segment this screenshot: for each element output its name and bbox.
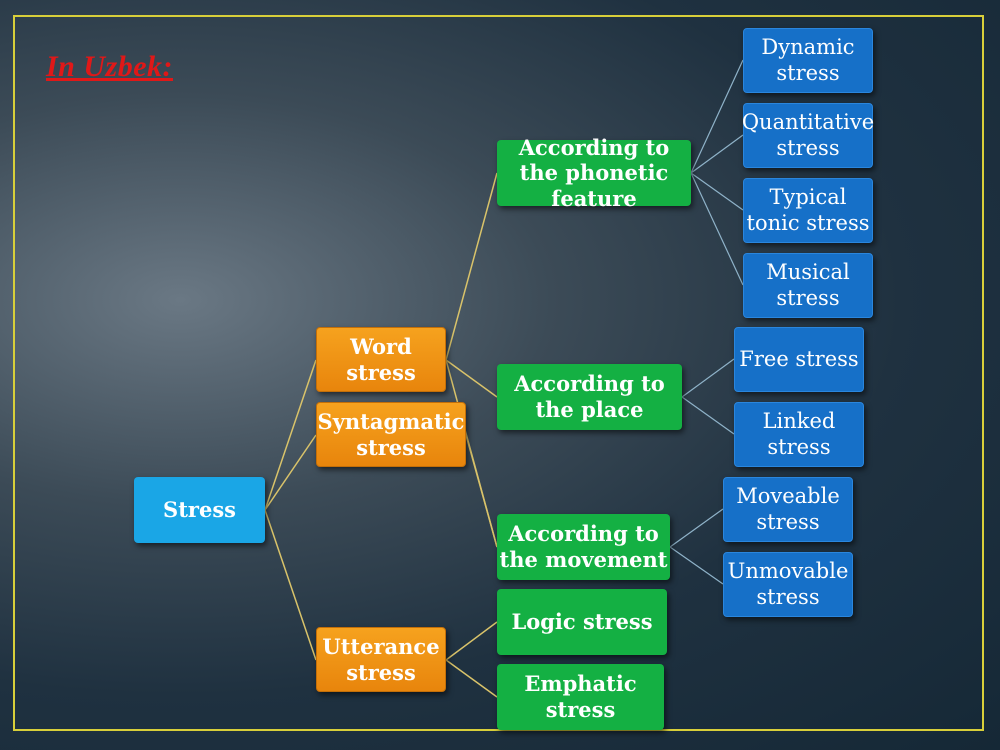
slide-frame bbox=[13, 15, 984, 731]
connector-place-free bbox=[681, 358, 735, 398]
node-free-stress[interactable]: Free stress bbox=[734, 327, 864, 392]
node-utterance-stress[interactable]: Utterance stress bbox=[316, 627, 446, 692]
node-typical-tonic-stress[interactable]: Typical tonic stress bbox=[743, 178, 873, 243]
node-stress[interactable]: Stress bbox=[134, 477, 265, 543]
node-quantitative-stress[interactable]: Quantitative stress bbox=[742, 103, 874, 168]
node-phonetic-feature[interactable]: According to the phonetic feature bbox=[497, 135, 691, 211]
node-musical-stress[interactable]: Musical stress bbox=[743, 253, 873, 318]
connector-word-movement bbox=[445, 359, 498, 548]
node-unmovable-stress[interactable]: Unmovable stress bbox=[723, 552, 853, 617]
slide-title: In Uzbek: bbox=[46, 50, 174, 83]
connector-phonetic-dynamic bbox=[690, 59, 744, 174]
connector-phonetic-typical bbox=[690, 172, 744, 211]
connector-utterance-emphatic bbox=[445, 659, 498, 698]
node-word-stress[interactable]: Word stress bbox=[316, 327, 446, 392]
connector-word-place bbox=[445, 359, 498, 398]
node-dynamic-stress[interactable]: Dynamic stress bbox=[743, 28, 873, 93]
node-moveable-stress[interactable]: Moveable stress bbox=[723, 477, 853, 542]
connector-place-linked bbox=[681, 396, 735, 435]
connector-movement-unmovable bbox=[669, 546, 724, 585]
connector-phonetic-musical bbox=[690, 172, 744, 286]
node-linked-stress[interactable]: Linked stress bbox=[734, 402, 864, 467]
connector-movement-moveable bbox=[669, 508, 724, 548]
node-syntagmatic-stress[interactable]: Syntagmatic stress bbox=[316, 402, 466, 467]
node-place[interactable]: According to the place bbox=[497, 364, 682, 430]
connector-phonetic-quantitative bbox=[690, 134, 744, 174]
connector-utterance-logic bbox=[445, 621, 498, 661]
node-emphatic-stress[interactable]: Emphatic stress bbox=[497, 664, 664, 730]
connector-stress-syntagmatic bbox=[264, 434, 317, 511]
connector-word-phonetic bbox=[445, 172, 498, 361]
connector-stress-word bbox=[264, 359, 317, 511]
connector-stress-utterance bbox=[264, 509, 317, 661]
node-logic-stress[interactable]: Logic stress bbox=[497, 589, 667, 655]
node-movement[interactable]: According to the movement bbox=[497, 514, 670, 580]
